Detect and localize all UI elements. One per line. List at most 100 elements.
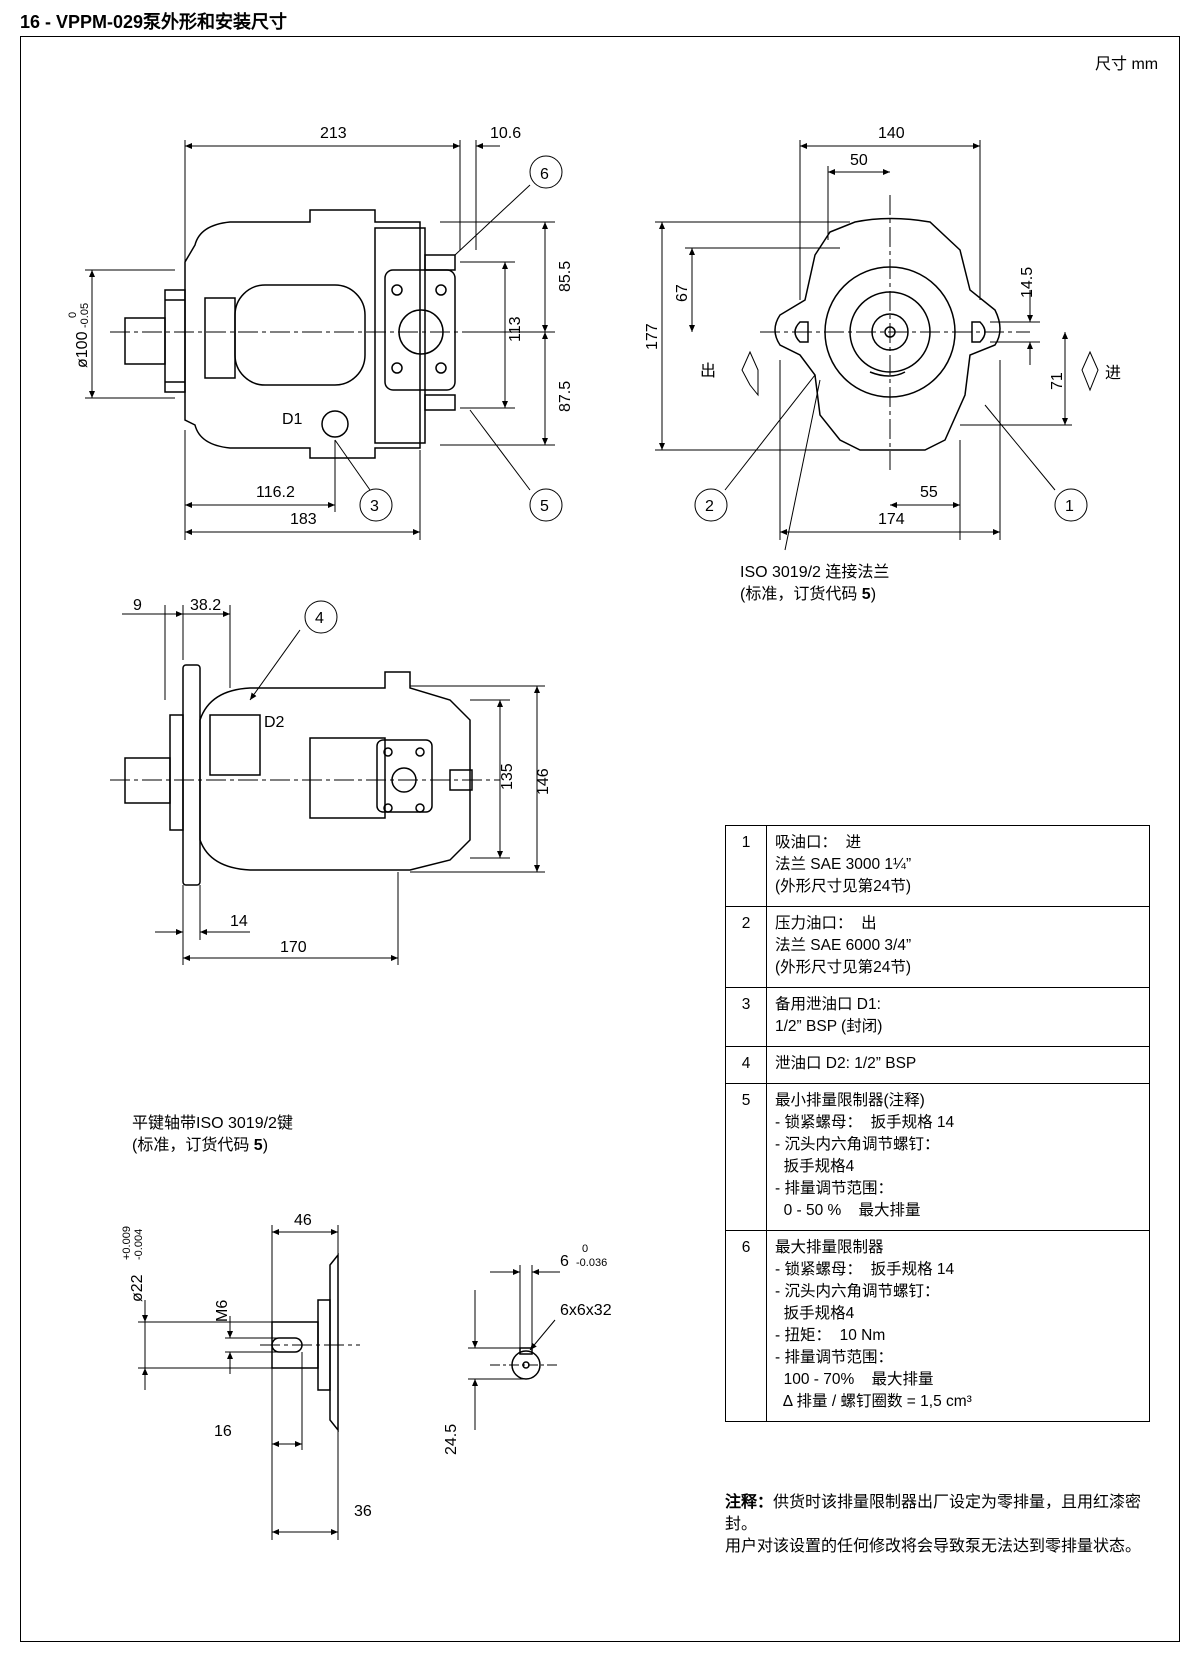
dim-50: 50: [850, 152, 868, 169]
dim-dia100-tol-upper: 0: [67, 312, 79, 318]
legend-line: Δ 排量 / 螺钉圈数 = 1,5 cm³: [775, 1393, 972, 1410]
dim-116-2: 116.2: [256, 484, 295, 501]
legend-line: 法兰 SAE 6000 3/4”: [775, 937, 912, 954]
legend-description: 泄油口 D2: 1/2” BSP: [766, 1046, 1150, 1084]
callout-5-circle: [529, 488, 563, 522]
legend-description: 吸油口： 进法兰 SAE 3000 1¼”(外形尺寸见第24节): [766, 825, 1150, 907]
legend-description: 备用泄油口 D1: 1/2” BSP (封闭): [766, 987, 1150, 1047]
dim-38-2: 38.2: [190, 597, 221, 614]
iso-flange-note-line2: (标准，订货代码 5): [740, 586, 877, 603]
legend-row: 6 最大排量限制器 - 锁紧螺母： 扳手规格 14 - 沉头内六角调节螺钉： 扳手规格…: [725, 1230, 1150, 1422]
legend-number: 2: [725, 906, 767, 988]
side-view-body: [199, 671, 471, 871]
legend-description: 最大排量限制器 - 锁紧螺母： 扳手规格 14 - 沉头内六角调节螺钉： 扳手规格4…: [766, 1230, 1150, 1422]
legend-row: 3 备用泄油口 D1: 1/2” BSP (封闭): [725, 987, 1150, 1047]
callout-6-circle: [529, 155, 563, 189]
page-title: 16 - VPPM-029泵外形和安装尺寸: [20, 12, 288, 32]
top-view-port-plate: [384, 269, 456, 391]
dim-67: 67: [674, 284, 691, 302]
dim-14-5: 14.5: [1019, 267, 1036, 298]
dim-55: 55: [920, 484, 938, 501]
dim-6: 6: [560, 1253, 569, 1270]
dim-177: 177: [644, 323, 661, 350]
dim-dia100: ø100: [74, 331, 91, 368]
legend-line: - 锁紧螺母： 扳手规格 14: [775, 1114, 955, 1131]
dim-6-tol-lower: -0.036: [576, 1257, 607, 1269]
legend-line: - 锁紧螺母： 扳手规格 14: [775, 1261, 955, 1278]
top-view-window: [234, 284, 366, 386]
callout-3-label: 3: [370, 498, 379, 515]
legend-line: 扳手规格4: [775, 1305, 855, 1322]
front-view-body: [774, 217, 1001, 451]
legend-line: 压力油口： 出: [775, 915, 877, 932]
dim-dia22: ø22: [129, 1274, 146, 1302]
dim-140: 140: [878, 125, 905, 142]
legend-line: - 排量调节范围：: [775, 1349, 893, 1366]
shaft-title-line1: 平键轴带ISO 3019/2键: [132, 1115, 293, 1132]
note-text-1: 供货时该排量限制器出厂设定为零排量，且用红漆密封。: [725, 1494, 1142, 1533]
legend-number: 3: [725, 987, 767, 1047]
top-view-body: [184, 209, 421, 459]
dim-213: 213: [320, 125, 347, 142]
dim-146: 146: [535, 768, 552, 795]
legend-line: 最大排量限制器: [775, 1239, 884, 1256]
dim-16: 16: [214, 1423, 232, 1440]
dim-6-tol-upper: 0: [582, 1243, 588, 1255]
legend-number: 6: [725, 1230, 767, 1422]
dim-183: 183: [290, 511, 317, 528]
dim-87-5: 87.5: [557, 381, 574, 412]
dim-71: 71: [1049, 372, 1066, 390]
legend-number: 1: [725, 825, 767, 907]
dim-9: 9: [133, 597, 142, 614]
top-view: [85, 140, 563, 540]
legend-number: 4: [725, 1046, 767, 1084]
side-view-port-plate: [376, 739, 433, 813]
legend-description: 压力油口： 出法兰 SAE 6000 3/4” (外形尺寸见第24节): [766, 906, 1150, 988]
dim-135: 135: [499, 763, 516, 790]
unit-label: 尺寸 mm: [1095, 56, 1159, 73]
out-label: 出: [700, 362, 716, 380]
shaft-detail: [138, 1225, 560, 1540]
legend-line: 吸油口： 进: [775, 834, 862, 851]
legend-line: 法兰 SAE 3000 1¼”: [775, 856, 912, 873]
dim-dia100-tol-lower: -0.05: [79, 303, 91, 328]
dim-14: 14: [230, 913, 248, 930]
d1-port: [321, 410, 349, 438]
dim-36: 36: [354, 1503, 372, 1520]
legend-line: - 沉头内六角调节螺钉：: [775, 1283, 940, 1300]
legend-line: - 扭矩： 10 Nm: [775, 1327, 886, 1344]
dim-85-5: 85.5: [557, 261, 574, 292]
dim-dia22-tol-lower: -0.004: [133, 1229, 145, 1260]
front-view: [655, 140, 1099, 551]
callout-1-circle: [1054, 488, 1088, 522]
legend-line: 最小排量限制器(注释): [775, 1092, 925, 1109]
legend-row: 2 压力油口： 出法兰 SAE 6000 3/4” (外形尺寸见第24节): [725, 906, 1150, 988]
legend-line: 1/2” BSP (封闭): [775, 1018, 883, 1035]
legend-line: 0 - 50 % 最大排量: [775, 1202, 921, 1219]
dim-dia22-tol-upper: +0.009: [121, 1226, 133, 1260]
legend-line: - 排量调节范围：: [775, 1180, 893, 1197]
legend-description: 最小排量限制器(注释)- 锁紧螺母： 扳手规格 14- 沉头内六角调节螺钉： 扳…: [766, 1083, 1150, 1231]
note-text-2: 用户对该设置的任何修改将会导致泵无法达到零排量状态。: [725, 1538, 1142, 1555]
callout-6-label: 6: [540, 166, 549, 183]
callout-2-circle: [694, 488, 728, 522]
dim-46: 46: [294, 1212, 312, 1229]
d1-label: D1: [282, 411, 303, 428]
legend-line: (外形尺寸见第24节): [775, 959, 912, 976]
note-label: 注释：: [725, 1494, 774, 1511]
legend-number: 5: [725, 1083, 767, 1231]
shaft-title-line2: (标准，订货代码 5): [132, 1137, 269, 1154]
dim-m6: M6: [214, 1300, 231, 1322]
dim-10-6: 10.6: [490, 125, 521, 142]
callout-4-label: 4: [315, 610, 324, 627]
callout-4-circle: [304, 600, 338, 634]
legend-line: 备用泄油口 D1:: [775, 996, 881, 1013]
dim-113: 113: [507, 316, 524, 342]
dim-170: 170: [280, 939, 307, 956]
note-block: 注释：供货时该排量限制器出厂设定为零排量，且用红漆密封。 用户对该设置的任何修改…: [725, 1492, 1155, 1558]
